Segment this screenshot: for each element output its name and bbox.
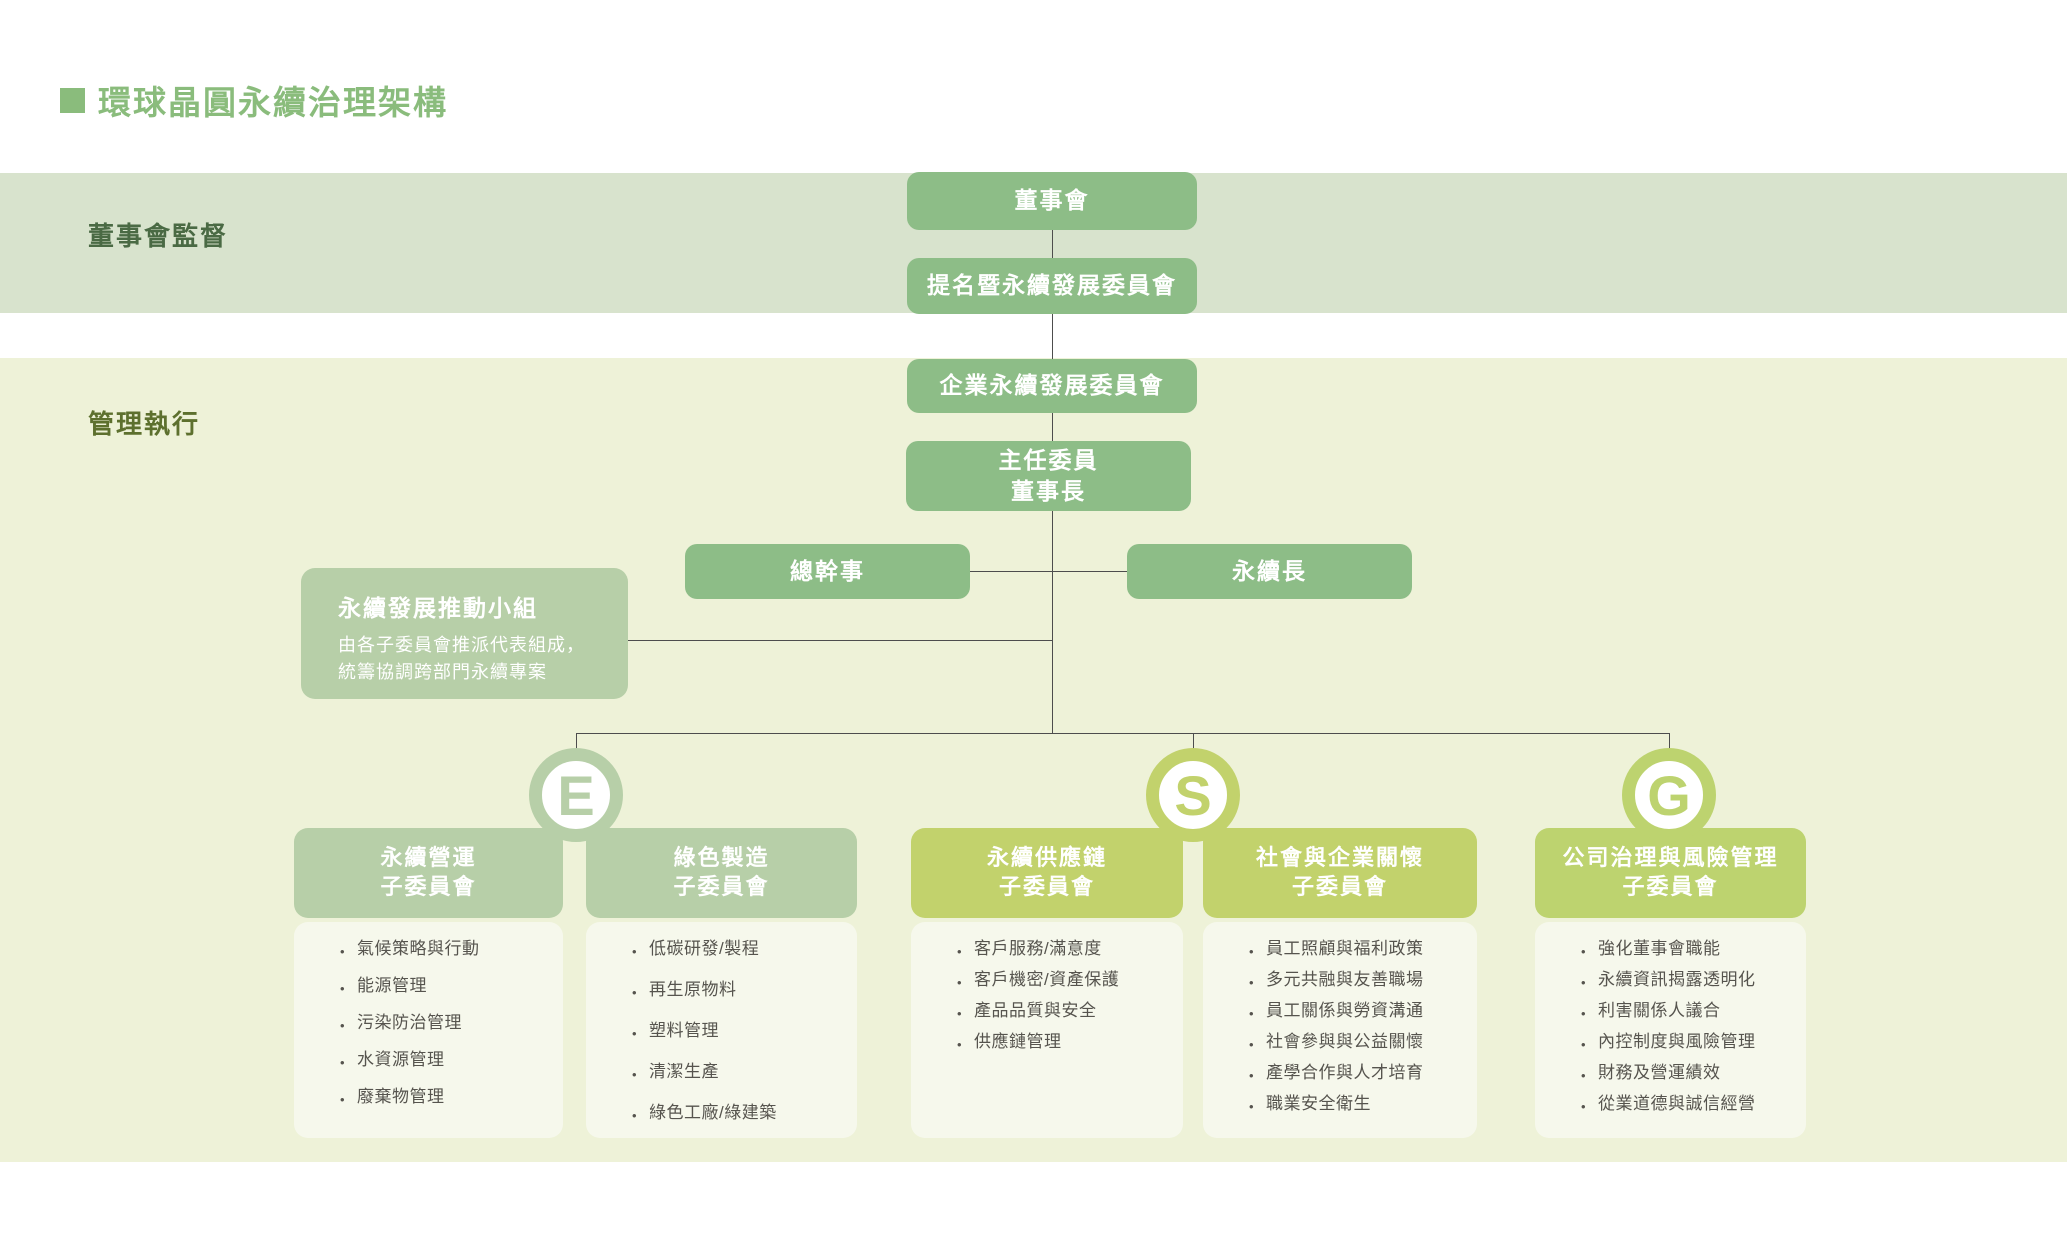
title-bullet-square-icon (60, 87, 85, 113)
subcommittee-title-line2: 子委員會 (1291, 874, 1388, 899)
committee-item: 能源管理 (340, 976, 555, 998)
committee-item: 污染防治管理 (340, 1013, 555, 1035)
taskforce-description: 由各子委員會推派代表組成， 統籌協調跨部門永續專案 (338, 632, 628, 686)
taskforce-description-line1: 由各子委員會推派代表組成， (338, 635, 585, 655)
subcommittee-title-line2: 子委員會 (380, 874, 477, 899)
esg-badge-s: S (1146, 748, 1240, 842)
subcommittee-item-list: 低碳研發/製程再生原物料塑料管理清潔生產綠色工廠/綠建築 (632, 939, 849, 1125)
subcommittee-title-line1: 社會與企業關懷 (1255, 845, 1424, 871)
committee-item: 內控制度與風險管理 (1581, 1032, 1798, 1054)
subcommittee-item-list: 強化董事會職能永續資訊揭露透明化利害關係人議合內控制度與風險管理財務及營運績效從… (1581, 939, 1798, 1116)
page-title-text: 環球晶圓永續治理架構 (98, 84, 448, 121)
subcommittee-card: 社會與企業關懷 子委員會 員工照顧與福利政策多元共融與友善職場員工關係與勞資溝通… (1203, 828, 1477, 1138)
connector-distribution-line (576, 733, 1669, 734)
esg-badge-g: G (1622, 748, 1716, 842)
subcommittee-card-header: 綠色製造 子委員會 (586, 828, 857, 918)
committee-item: 多元共融與友善職場 (1249, 970, 1469, 992)
subcommittee-title-line1: 公司治理與風險管理 (1562, 845, 1779, 871)
committee-item: 客戶服務/滿意度 (957, 939, 1175, 961)
committee-item: 財務及營運績效 (1581, 1063, 1798, 1085)
esg-badge-e: E (529, 748, 623, 842)
committee-item: 低碳研發/製程 (632, 939, 849, 961)
subcommittee-card-body: 客戶服務/滿意度客戶機密/資產保護產品品質與安全供應鏈管理 (911, 922, 1183, 1138)
chief-commissioner-chairman-box: 主任委員 董事長 (906, 441, 1191, 511)
connector-taskforce-line (628, 640, 1052, 641)
committee-item: 職業安全衛生 (1249, 1094, 1469, 1116)
subcommittee-card-body: 低碳研發/製程再生原物料塑料管理清潔生產綠色工廠/綠建築 (586, 922, 857, 1138)
subcommittee-item-list: 員工照顧與福利政策多元共融與友善職場員工關係與勞資溝通社會參與與公益關懷產學合作… (1249, 939, 1469, 1116)
committee-item: 供應鏈管理 (957, 1032, 1175, 1054)
subcommittee-card-body: 氣候策略與行動能源管理污染防治管理水資源管理廢棄物管理 (294, 922, 563, 1138)
subcommittee-card-body: 員工照顧與福利政策多元共融與友善職場員工關係與勞資溝通社會參與與公益關懷產學合作… (1203, 922, 1477, 1138)
committee-item: 再生原物料 (632, 980, 849, 1002)
committee-item: 利害關係人議合 (1581, 1001, 1798, 1023)
committee-item: 水資源管理 (340, 1050, 555, 1072)
subcommittee-card: 永續營運 子委員會 氣候策略與行動能源管理污染防治管理水資源管理廢棄物管理 (294, 828, 563, 1138)
subcommittee-card: 公司治理與風險管理 子委員會 強化董事會職能永續資訊揭露透明化利害關係人議合內控… (1535, 828, 1806, 1138)
esg-letter-g: G (1647, 763, 1691, 827)
committee-item: 從業道德與誠信經營 (1581, 1094, 1798, 1116)
subcommittee-title-line2: 子委員會 (673, 874, 770, 899)
subcommittee-card-body: 強化董事會職能永續資訊揭露透明化利害關係人議合內控制度與風險管理財務及營運績效從… (1535, 922, 1806, 1138)
subcommittee-item-list: 氣候策略與行動能源管理污染防治管理水資源管理廢棄物管理 (340, 939, 555, 1109)
corporate-sustainability-committee-box: 企業永續發展委員會 (907, 359, 1197, 413)
management-execution-label: 管理執行 (88, 409, 201, 439)
committee-item: 塑料管理 (632, 1021, 849, 1043)
taskforce-description-line2: 統籌協調跨部門永續專案 (338, 662, 547, 682)
board-of-directors-box: 董事會 (907, 172, 1197, 230)
subcommittee-title-line1: 綠色製造 (673, 845, 770, 871)
nomination-sustainability-committee-box: 提名暨永續發展委員會 (907, 258, 1197, 314)
committee-item: 產學合作與人才培育 (1249, 1063, 1469, 1085)
subcommittee-card-header: 公司治理與風險管理 子委員會 (1535, 828, 1806, 918)
committee-item: 廢棄物管理 (340, 1087, 555, 1109)
sustainability-taskforce-box: 永續發展推動小組 由各子委員會推派代表組成， 統籌協調跨部門永續專案 (301, 568, 628, 699)
board-supervision-label: 董事會監督 (88, 221, 229, 251)
committee-item: 社會參與與公益關懷 (1249, 1032, 1469, 1054)
subcommittee-title-line2: 子委員會 (998, 874, 1095, 899)
committee-item: 客戶機密/資產保護 (957, 970, 1175, 992)
committee-item: 強化董事會職能 (1581, 939, 1798, 961)
subcommittee-card: 永續供應鏈 子委員會 客戶服務/滿意度客戶機密/資產保護產品品質與安全供應鏈管理 (911, 828, 1183, 1138)
committee-item: 清潔生產 (632, 1062, 849, 1084)
committee-item: 氣候策略與行動 (340, 939, 555, 961)
committee-item: 員工關係與勞資溝通 (1249, 1001, 1469, 1023)
subcommittee-title-line1: 永續供應鏈 (986, 845, 1107, 871)
committee-item: 綠色工廠/綠建築 (632, 1103, 849, 1125)
committee-item: 永續資訊揭露透明化 (1581, 970, 1798, 992)
subcommittee-card: 綠色製造 子委員會 低碳研發/製程再生原物料塑料管理清潔生產綠色工廠/綠建築 (586, 828, 857, 1138)
subcommittee-item-list: 客戶服務/滿意度客戶機密/資產保護產品品質與安全供應鏈管理 (957, 939, 1175, 1054)
connector-secretary-cso-line (970, 571, 1127, 572)
esg-letter-e: E (557, 763, 595, 827)
subcommittee-card-header: 永續營運 子委員會 (294, 828, 563, 918)
committee-item: 產品品質與安全 (957, 1001, 1175, 1023)
subcommittee-title-line2: 子委員會 (1622, 874, 1719, 899)
subcommittee-card-header: 社會與企業關懷 子委員會 (1203, 828, 1477, 918)
taskforce-title: 永續發展推動小組 (338, 595, 538, 621)
chief-sustainability-officer-box: 永續長 (1127, 544, 1412, 599)
subcommittee-title-line1: 永續營運 (380, 845, 477, 871)
chairman-label: 董事長 (1011, 478, 1086, 504)
subcommittee-card-header: 永續供應鏈 子委員會 (911, 828, 1183, 918)
committee-item: 員工照顧與福利政策 (1249, 939, 1469, 961)
esg-letter-s: S (1174, 763, 1212, 827)
chief-commissioner-label: 主任委員 (998, 446, 1099, 473)
secretary-general-box: 總幹事 (685, 544, 970, 599)
page-title: 環球晶圓永續治理架構 (60, 76, 448, 124)
